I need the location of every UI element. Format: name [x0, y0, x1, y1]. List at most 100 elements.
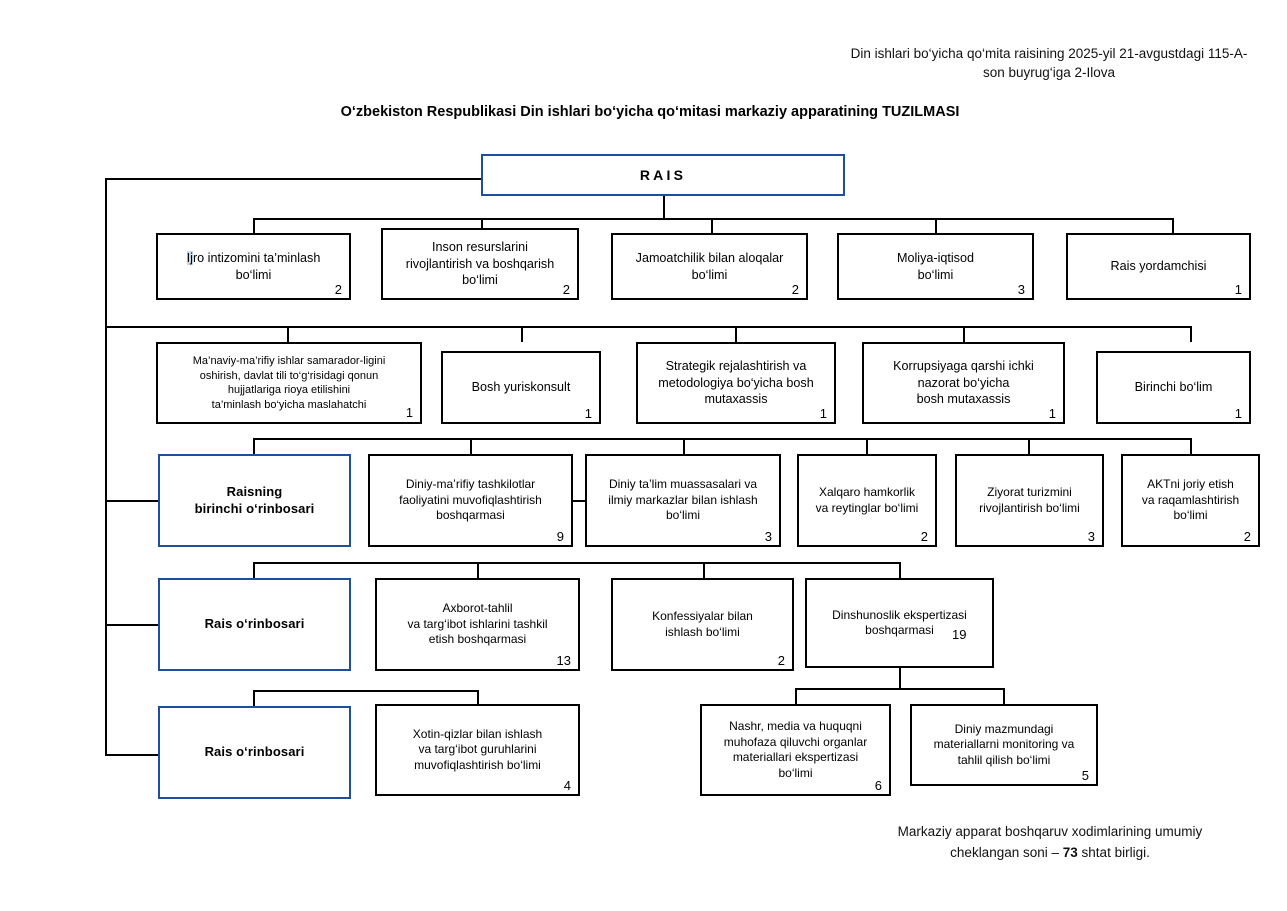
box-nashr-media-ekspertizasi[interactable]: Nashr, media va huquqni muhofaza qiluvch… [700, 704, 891, 796]
box-diniy-mazmundagi-monitoring-count: 5 [1081, 768, 1089, 783]
connector-deputy2-drop-3 [899, 562, 901, 578]
connector-row1-drop-4 [935, 218, 937, 234]
staff-total-line2-post: shtat birligi. [1077, 845, 1150, 860]
box-akt-raqamlashtirish-label: AKTni joriy etish va raqamlashtirish bo‘… [1141, 477, 1240, 523]
connector-deputy1-drop-4 [1028, 438, 1030, 454]
staff-total-line2-pre: cheklangan soni – [950, 845, 1063, 860]
box-rais-yordamchisi-label: Rais yordamchisi [1110, 259, 1207, 274]
connector-deputy1-stem [253, 438, 255, 454]
connector-dinshunoslik-bar [795, 688, 1003, 690]
connector-spine-deputy2 [105, 624, 158, 626]
connector-deputy1-bar [253, 438, 1192, 440]
connector-rais-left [105, 178, 485, 180]
box-ziyorat-turizmi[interactable]: Ziyorat turizmini rivojlantirish bo‘limi… [955, 454, 1104, 547]
box-raisning-birinchi-orinbosari[interactable]: Raisning birinchi o‘rinbosari [158, 454, 351, 547]
box-diniy-talim-muassasalari[interactable]: Diniy ta’lim muassasalari va ilmiy marka… [585, 454, 781, 547]
box-xotin-qizlar[interactable]: Xotin-qizlar bilan ishlash va targ‘ibot … [375, 704, 580, 796]
box-ijro-intizomi-rest: ro intizomini ta’minlash bo‘limi [192, 251, 321, 282]
box-inson-resurslari[interactable]: Inson resurslarini rivojlantirish va bos… [381, 228, 579, 300]
box-inson-resurslari-label: Inson resurslarini rivojlantirish va bos… [405, 240, 555, 288]
staff-total-value: 73 [1062, 845, 1078, 860]
box-rais-yordamchisi[interactable]: Rais yordamchisi 1 [1066, 233, 1251, 300]
box-axborot-tahlil-count: 13 [556, 653, 571, 668]
box-strategik-rejalashtirish[interactable]: Strategik rejalashtirish va metodologiya… [636, 342, 836, 424]
box-konfessiyalar-label: Konfessiyalar bilan ishlash bo‘limi [652, 609, 753, 639]
connector-dinshunoslik-stem [899, 668, 901, 690]
connector-deputy3-stem [253, 690, 255, 706]
connector-row1-drop-2 [481, 218, 483, 234]
connector-deputy1-drop-1 [470, 438, 472, 454]
box-manaviy-maslahatchi-label: Ma’naviy-ma’rifiy ishlar samarador-ligin… [192, 355, 386, 411]
box-rais-orinbosari-2-label: Rais o‘rinbosari [204, 616, 305, 632]
box-korrupsiya-nazorat[interactable]: Korrupsiyaga qarshi ichki nazorat bo‘yic… [862, 342, 1065, 424]
box-diniy-talim-muassasalari-label: Diniy ta’lim muassasalari va ilmiy marka… [608, 477, 758, 523]
box-raisning-birinchi-orinbosari-label: Raisning birinchi o‘rinbosari [194, 484, 315, 516]
connector-row1-drop-3 [711, 218, 713, 234]
box-diniy-marifiy-tashkilotlar[interactable]: Diniy-ma’rifiy tashkilotlar faoliyatini … [368, 454, 573, 547]
box-axborot-tahlil[interactable]: Axborot-tahlil va targ‘ibot ishlarini ta… [375, 578, 580, 671]
box-axborot-tahlil-label: Axborot-tahlil va targ‘ibot ishlarini ta… [407, 601, 548, 647]
connector-rais-stem [663, 194, 665, 219]
connector-deputy1-drop-3 [866, 438, 868, 454]
box-jamoatchilik-count: 2 [791, 282, 799, 297]
connector-deputy1-link-a [572, 500, 585, 502]
box-rais-label: RAIS [639, 166, 687, 183]
connector-row1-drop-5 [1172, 218, 1174, 234]
box-konfessiyalar[interactable]: Konfessiyalar bilan ishlash bo‘limi 2 [611, 578, 794, 671]
box-birinchi-bolim[interactable]: Birinchi bo‘lim 1 [1096, 351, 1251, 424]
box-konfessiyalar-count: 2 [777, 653, 785, 668]
connector-row2-bar [105, 326, 1191, 328]
box-diniy-marifiy-tashkilotlar-label: Diniy-ma’rifiy tashkilotlar faoliyatini … [399, 477, 542, 523]
connector-dinshunoslik-drop-2 [1003, 688, 1005, 704]
box-ijro-intizomi-label: Ijro intizomini ta’minlash bo‘limi [158, 250, 349, 283]
box-manaviy-maslahatchi[interactable]: Ma’naviy-ma’rifiy ishlar samarador-ligin… [156, 342, 422, 424]
box-rais-orinbosari-3[interactable]: Rais o‘rinbosari [158, 706, 351, 799]
box-birinchi-bolim-label: Birinchi bo‘lim [1134, 380, 1213, 395]
box-rais[interactable]: RAIS [481, 154, 845, 196]
box-bosh-yuriskonsult-count: 1 [584, 406, 592, 421]
box-moliya-iqtisod-label: Moliya-iqtisod bo‘limi [897, 251, 974, 282]
connector-deputy3-drop-1 [477, 690, 479, 706]
box-ijro-intizomi[interactable]: Ijro intizomini ta’minlash bo‘limi 2 [156, 233, 351, 300]
box-birinchi-bolim-count: 1 [1234, 406, 1242, 421]
connector-row1-drop-1 [253, 218, 255, 234]
box-akt-raqamlashtirish[interactable]: AKTni joriy etish va raqamlashtirish bo‘… [1121, 454, 1260, 547]
box-xalqaro-hamkorlik-label: Xalqaro hamkorlik va reytinglar bo‘limi [815, 485, 919, 515]
box-xalqaro-hamkorlik[interactable]: Xalqaro hamkorlik va reytinglar bo‘limi … [797, 454, 937, 547]
box-rais-orinbosari-2[interactable]: Rais o‘rinbosari [158, 578, 351, 671]
connector-deputy1-drop-2 [683, 438, 685, 454]
connector-deputy2-drop-2 [703, 562, 705, 578]
box-rais-orinbosari-3-label: Rais o‘rinbosari [204, 744, 305, 760]
connector-deputy3-bar [253, 690, 478, 692]
box-nashr-media-ekspertizasi-label: Nashr, media va huquqni muhofaza qiluvch… [723, 719, 868, 780]
box-rais-yordamchisi-count: 1 [1234, 282, 1242, 297]
staff-total-line1: Markaziy apparat boshqaruv xodimlarining… [897, 824, 1203, 839]
box-strategik-rejalashtirish-label: Strategik rejalashtirish va metodologiya… [658, 359, 814, 407]
box-ziyorat-turizmi-label: Ziyorat turizmini rivojlantirish bo‘limi [979, 485, 1080, 515]
connector-row2-drop-1 [287, 326, 289, 342]
box-diniy-mazmundagi-monitoring[interactable]: Diniy mazmundagi materiallarni monitorin… [910, 704, 1098, 786]
box-dinshunoslik-ekspertizasi-label: Dinshunoslik ekspertizasi boshqarmasi [832, 607, 967, 638]
document-reference: Din ishlari bo‘yicha qo‘mita raisining 2… [850, 46, 1248, 80]
box-jamoatchilik[interactable]: Jamoatchilik bilan aloqalar bo‘limi 2 [611, 233, 808, 300]
connector-deputy1-drop-5 [1190, 438, 1192, 454]
box-bosh-yuriskonsult[interactable]: Bosh yuriskonsult 1 [441, 351, 601, 424]
connector-spine-deputy3 [105, 754, 158, 756]
box-manaviy-maslahatchi-count: 1 [406, 406, 413, 420]
box-nashr-media-ekspertizasi-count: 6 [874, 778, 882, 793]
connector-left-spine [105, 178, 107, 756]
box-bosh-yuriskonsult-label: Bosh yuriskonsult [471, 380, 571, 395]
connector-row2-drop-5 [1190, 326, 1192, 342]
connector-deputy2-bar [253, 562, 901, 564]
box-korrupsiya-nazorat-label: Korrupsiyaga qarshi ichki nazorat bo‘yic… [893, 359, 1034, 407]
connector-row2-drop-2 [521, 326, 523, 342]
connector-row2-drop-4 [963, 326, 965, 342]
box-diniy-talim-muassasalari-count: 3 [764, 529, 772, 544]
staff-total-note: Markaziy apparat boshqaruv xodimlarining… [855, 821, 1245, 863]
box-dinshunoslik-ekspertizasi[interactable]: Dinshunoslik ekspertizasi boshqarmasi 19 [805, 578, 994, 668]
highlight-fragment: Ij [186, 251, 193, 265]
box-diniy-mazmundagi-monitoring-label: Diniy mazmundagi materiallarni monitorin… [933, 721, 1075, 767]
box-moliya-iqtisod[interactable]: Moliya-iqtisod bo‘limi 3 [837, 233, 1034, 300]
connector-row1-bar [253, 218, 1173, 220]
